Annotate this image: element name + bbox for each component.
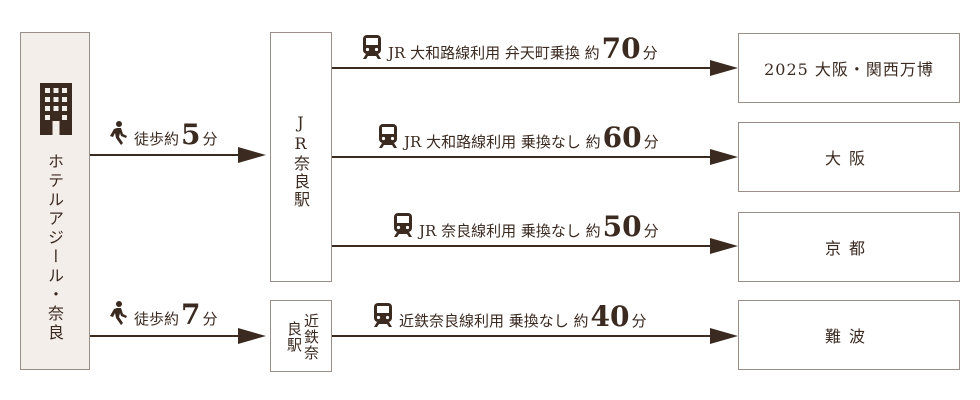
walk-label-jr: 徒歩約 5 分: [108, 118, 218, 151]
walk-unit: 分: [202, 130, 218, 148]
route-minutes: 40: [590, 300, 630, 333]
route-minutes: 60: [602, 121, 642, 154]
walking-person-icon: [108, 120, 128, 149]
route-text: 近鉄奈良線利用 乗換なし 約: [399, 312, 589, 330]
train-icon: [378, 123, 398, 152]
route-text: JR 大和路線利用 弁天町乗換 約: [388, 44, 600, 62]
walk-arrow-kintetsu: [238, 328, 266, 344]
route-arrow-expo: [710, 60, 738, 76]
walk-label-kintetsu: 徒歩約 7 分: [108, 298, 218, 331]
train-icon: [373, 302, 393, 331]
destination-kyoto: 京都: [738, 212, 960, 282]
train-icon: [362, 34, 382, 63]
route-unit: 分: [643, 133, 659, 151]
walk-text: 徒歩約: [134, 130, 180, 148]
hotel-box: ホテルアジール・奈良: [20, 32, 90, 370]
route-unit: 分: [642, 44, 658, 62]
train-icon: [393, 212, 413, 241]
destination-namba: 難波: [738, 300, 960, 370]
route-label-expo: JR 大和路線利用 弁天町乗換 約 70 分: [362, 32, 658, 65]
route-unit: 分: [631, 312, 647, 330]
route-arrow-namba: [710, 328, 738, 344]
walk-minutes: 5: [181, 118, 201, 151]
route-arrow-osaka: [710, 149, 738, 165]
route-text: JR 大和路線利用 乗換なし 約: [404, 133, 601, 151]
walk-minutes: 7: [181, 298, 201, 331]
route-text: JR 奈良線利用 乗換なし 約: [419, 222, 601, 240]
jr-nara-station-box: JR奈良駅: [270, 32, 332, 282]
walk-unit: 分: [202, 310, 218, 328]
destination-expo: 2025 大阪・関西万博: [738, 33, 960, 103]
route-unit: 分: [643, 222, 659, 240]
route-minutes: 70: [601, 32, 641, 65]
hotel-name: ホテルアジール・奈良: [45, 153, 64, 343]
route-minutes: 50: [602, 210, 642, 243]
kintetsu-nara-station-box: 近鉄奈良駅: [270, 300, 332, 372]
route-arrow-kyoto: [710, 238, 738, 254]
route-label-namba: 近鉄奈良線利用 乗換なし 約 40 分: [373, 300, 647, 333]
walk-arrow-jr: [238, 147, 266, 163]
building-icon: [40, 83, 72, 139]
kintetsu-nara-station-label: 近鉄奈良駅: [285, 313, 320, 361]
route-label-osaka: JR 大和路線利用 乗換なし 約 60 分: [378, 121, 659, 154]
walk-text: 徒歩約: [134, 310, 180, 328]
walking-person-icon: [108, 300, 128, 329]
jr-nara-station-label: JR奈良駅: [291, 113, 310, 209]
destination-osaka: 大阪: [738, 122, 960, 192]
route-label-kyoto: JR 奈良線利用 乗換なし 約 50 分: [393, 210, 659, 243]
